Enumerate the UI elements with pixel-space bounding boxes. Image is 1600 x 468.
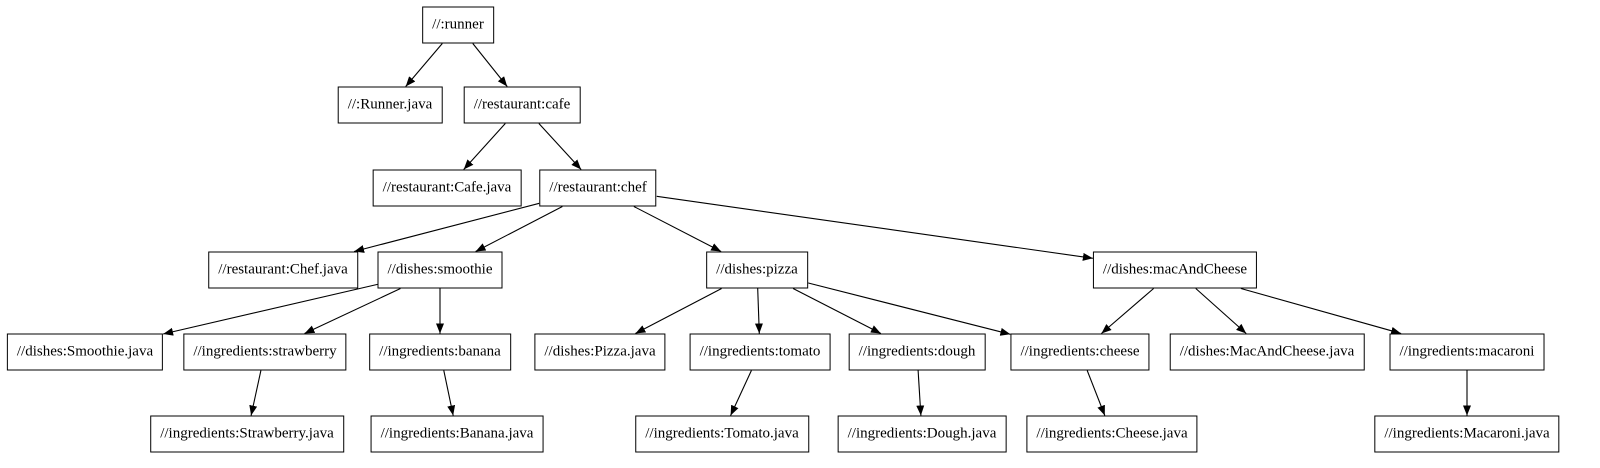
graph-edge-runner-to-cafe [472, 43, 508, 87]
graph-edge-banana-to-banana_java [443, 370, 456, 416]
graph-node-smoothie_java: //dishes:Smoothie.java [6, 333, 164, 371]
graph-node-pizza: //dishes:pizza [706, 251, 808, 289]
graph-edge-macAndCheese-to-cheese [1101, 288, 1154, 334]
graph-node-chef_java: //restaurant:Chef.java [208, 251, 358, 289]
graph-node-dough: //ingredients:dough [848, 333, 986, 371]
graph-edge-cheese-to-cheese_java [1086, 370, 1106, 416]
graph-node-cheese_java: //ingredients:Cheese.java [1026, 415, 1198, 453]
graph-edge-macAndCheese-to-macAndCheese_java [1195, 288, 1247, 334]
graph-edge-runner-to-runner_java [405, 43, 443, 87]
graph-edge-pizza-to-dough [792, 288, 882, 334]
graph-edge-strawberry-to-strawberry_java [249, 370, 262, 416]
graph-node-tomato_java: //ingredients:Tomato.java [635, 415, 809, 453]
graph-node-cafe: //restaurant:cafe [463, 86, 581, 124]
graph-node-strawberry_java: //ingredients:Strawberry.java [150, 415, 344, 453]
graph-edge-pizza-to-pizza_java [635, 288, 722, 334]
graph-edge-chef-to-macAndCheese [656, 195, 1093, 261]
graph-edge-pizza-to-tomato [754, 288, 763, 334]
graph-node-cheese: //ingredients:cheese [1010, 333, 1150, 371]
graph-node-smoothie: //dishes:smoothie [377, 251, 503, 289]
graph-node-macaroni: //ingredients:macaroni [1389, 333, 1545, 371]
graph-edge-dough-to-dough_java [916, 370, 925, 416]
graph-edge-smoothie-to-smoothie_java [162, 283, 378, 336]
graph-node-chef: //restaurant:chef [539, 169, 657, 207]
graph-edge-smoothie-to-strawberry [304, 288, 401, 334]
graph-node-runner: //:runner [422, 6, 494, 44]
graph-edge-chef-to-pizza [633, 206, 722, 252]
graph-node-macaroni_java: //ingredients:Macaroni.java [1374, 415, 1560, 453]
graph-node-pizza_java: //dishes:Pizza.java [534, 333, 666, 371]
graph-node-dough_java: //ingredients:Dough.java [837, 415, 1007, 453]
graph-edge-chef-to-smoothie [475, 206, 563, 252]
graph-edge-cafe-to-chef [538, 123, 582, 170]
graph-edge-macAndCheese-to-macaroni [1240, 287, 1402, 335]
graph-edge-cafe-to-cafe_java [463, 123, 506, 170]
graph-edge-pizza-to-cheese [807, 282, 1011, 336]
graph-node-runner_java: //:Runner.java [337, 86, 443, 124]
graph-node-tomato: //ingredients:tomato [689, 333, 831, 371]
graph-node-macAndCheese_java: //dishes:MacAndCheese.java [1169, 333, 1365, 371]
graph-edge-tomato-to-tomato_java [730, 370, 752, 416]
graph-node-cafe_java: //restaurant:Cafe.java [372, 169, 522, 207]
graph-node-macAndCheese: //dishes:macAndCheese [1092, 251, 1258, 289]
graph-node-banana: //ingredients:banana [369, 333, 511, 371]
graph-node-strawberry: //ingredients:strawberry [183, 333, 347, 371]
graph-edge-chef-to-chef_java [353, 202, 540, 253]
graph-node-banana_java: //ingredients:Banana.java [370, 415, 544, 453]
